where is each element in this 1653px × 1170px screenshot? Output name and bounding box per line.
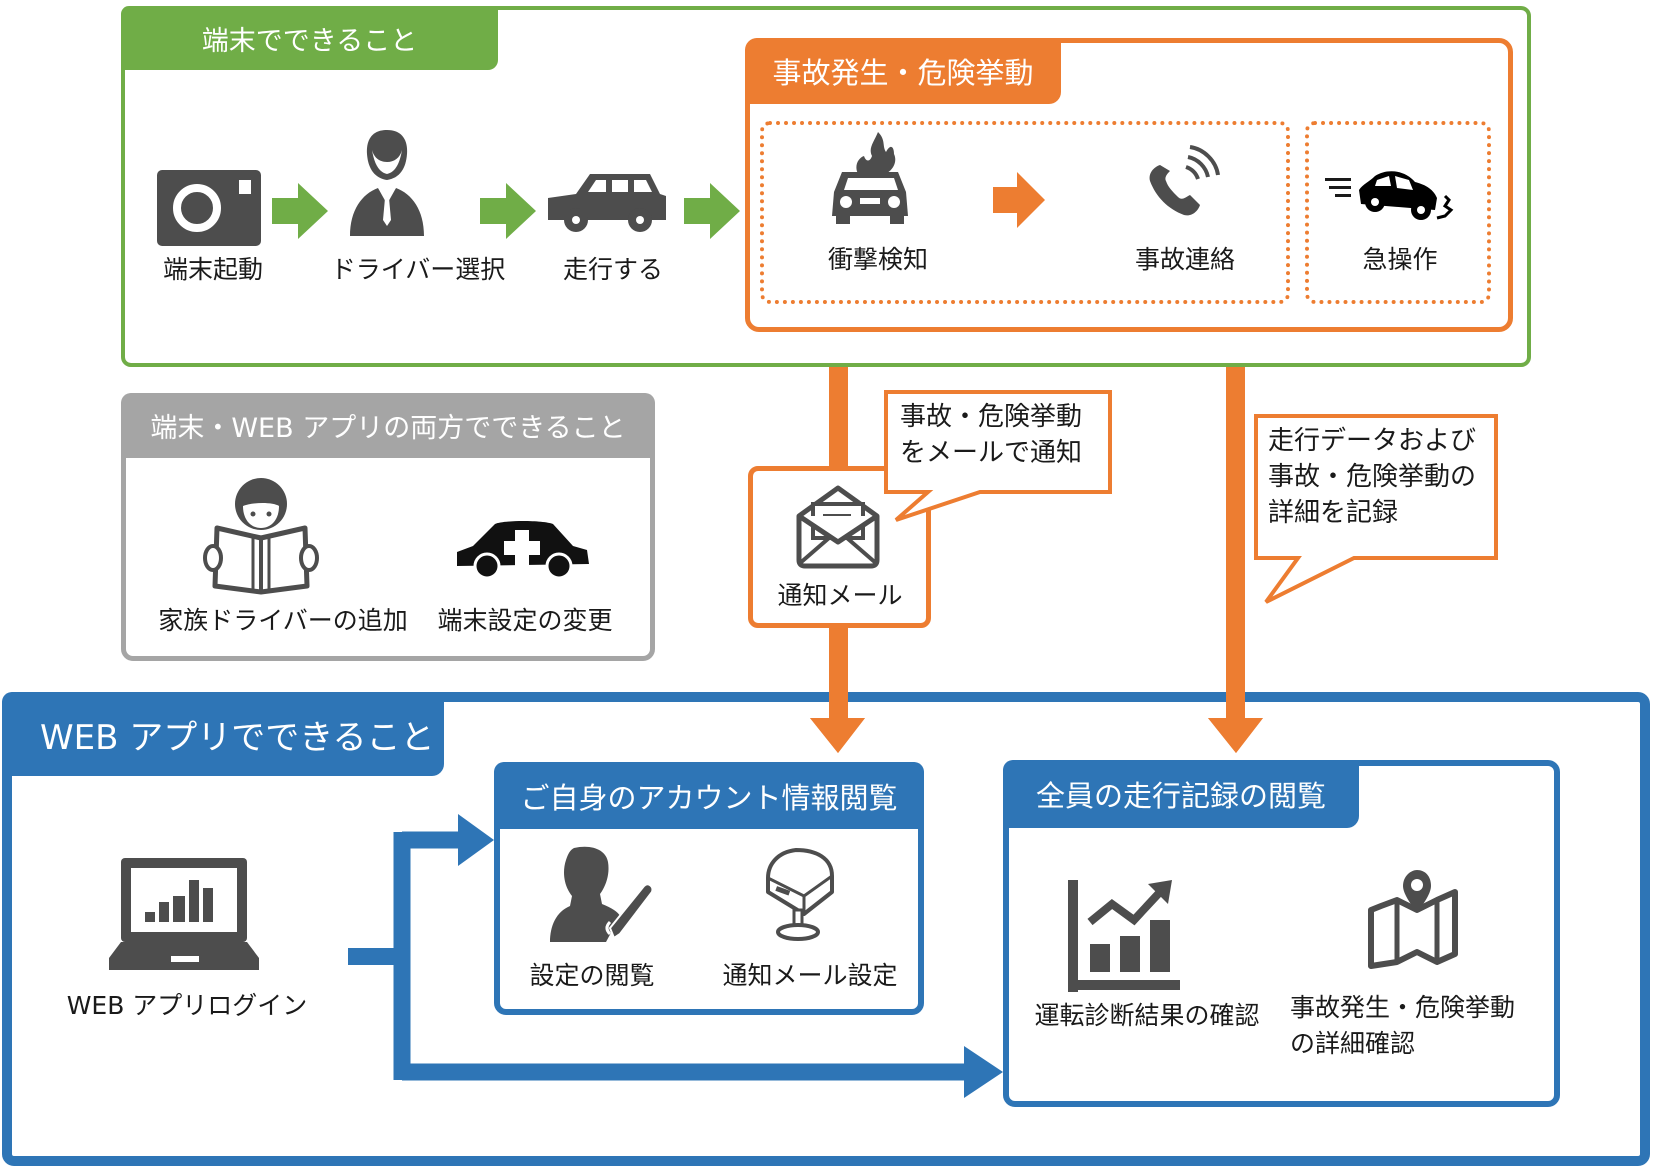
- mail-callout-line: 事故・危険挙動: [900, 402, 1083, 432]
- car-icon: [546, 172, 668, 234]
- item-label-view-settings: 設定の閲覧: [529, 961, 655, 990]
- mail-node-label: 通知メール: [777, 581, 903, 610]
- item-label-notification-mail-settings: 通知メール設定: [722, 961, 898, 990]
- orange-connector-right: [1226, 330, 1245, 720]
- item-label-change-device-settings: 端末設定の変更: [437, 606, 613, 635]
- driving-records-group-title: 全員の走行記録の閲覧: [1003, 760, 1359, 828]
- sudden-maneuver-group: [1305, 121, 1491, 304]
- blue-arrowhead-account: [458, 814, 494, 866]
- step-label-driver-select: ドライバー選択: [330, 255, 506, 284]
- map-pin-icon: [1367, 870, 1467, 970]
- sudden-maneuver-icon: [1325, 170, 1465, 228]
- phone-call-icon: [1142, 145, 1222, 225]
- step-label-device-start: 端末起動: [162, 255, 263, 284]
- login-connector-stem: [348, 948, 406, 965]
- record-callout-bubble: [1254, 414, 1498, 604]
- record-callout-text: 走行データおよび 事故・危険挙動の 詳細を記録: [1268, 424, 1476, 532]
- record-callout-line: 事故・危険挙動の: [1268, 461, 1477, 492]
- device-section-title: 端末でできること: [121, 6, 498, 70]
- item-label-add-family-driver: 家族ドライバーの追加: [158, 606, 408, 635]
- shared-section-title: 端末・WEB アプリの両方でできること: [121, 393, 655, 458]
- web-app-section: [2, 692, 1650, 1166]
- mail-callout-text: 事故・危険挙動 をメールで通知: [900, 400, 1082, 472]
- accident-detail-line: の詳細確認: [1290, 1029, 1416, 1059]
- reading-person-icon: [203, 476, 323, 596]
- web-login-label: WEB アプリログイン: [66, 991, 308, 1020]
- crash-car-icon: [828, 132, 914, 224]
- mail-callout-line: をメールで通知: [900, 437, 1083, 468]
- green-arrow-icon: [480, 183, 536, 239]
- trend-chart-icon: [1068, 880, 1180, 992]
- item-label-sudden-maneuver: 急操作: [1362, 245, 1438, 274]
- accident-group-title: 事故発生・危険挙動: [745, 38, 1061, 104]
- record-callout-line: 走行データおよび: [1268, 426, 1477, 456]
- item-label-accident-detail: 事故発生・危険挙動 の詳細確認: [1290, 990, 1560, 1063]
- green-arrow-icon: [684, 183, 740, 239]
- camera-icon: [157, 170, 263, 246]
- accident-detail-line: 事故発生・危険挙動: [1290, 993, 1516, 1022]
- laptop-chart-icon: [107, 858, 261, 974]
- blue-arrowhead-records: [964, 1046, 1003, 1098]
- item-label-accident-contact: 事故連絡: [1134, 245, 1235, 274]
- record-callout-line: 詳細を記録: [1268, 497, 1399, 528]
- envelope-icon: [795, 484, 881, 569]
- web-app-section-title: WEB アプリでできること: [2, 692, 444, 776]
- item-label-driving-diagnosis: 運転診断結果の確認: [1034, 1001, 1260, 1030]
- account-info-group-title: ご自身のアカウント情報閲覧: [494, 762, 924, 829]
- mail-callout-bubble: [884, 390, 1112, 522]
- detect-contact-group: [760, 121, 1290, 304]
- user-edit-icon: [548, 846, 658, 946]
- step-label-driving: 走行する: [562, 255, 663, 284]
- item-label-impact-detection: 衝撃検知: [827, 245, 928, 274]
- mailbox-icon: [762, 848, 838, 942]
- car-plus-icon: [453, 518, 593, 580]
- green-arrow-icon: [272, 183, 328, 239]
- orange-arrow-icon: [993, 172, 1049, 228]
- driver-icon: [348, 128, 426, 236]
